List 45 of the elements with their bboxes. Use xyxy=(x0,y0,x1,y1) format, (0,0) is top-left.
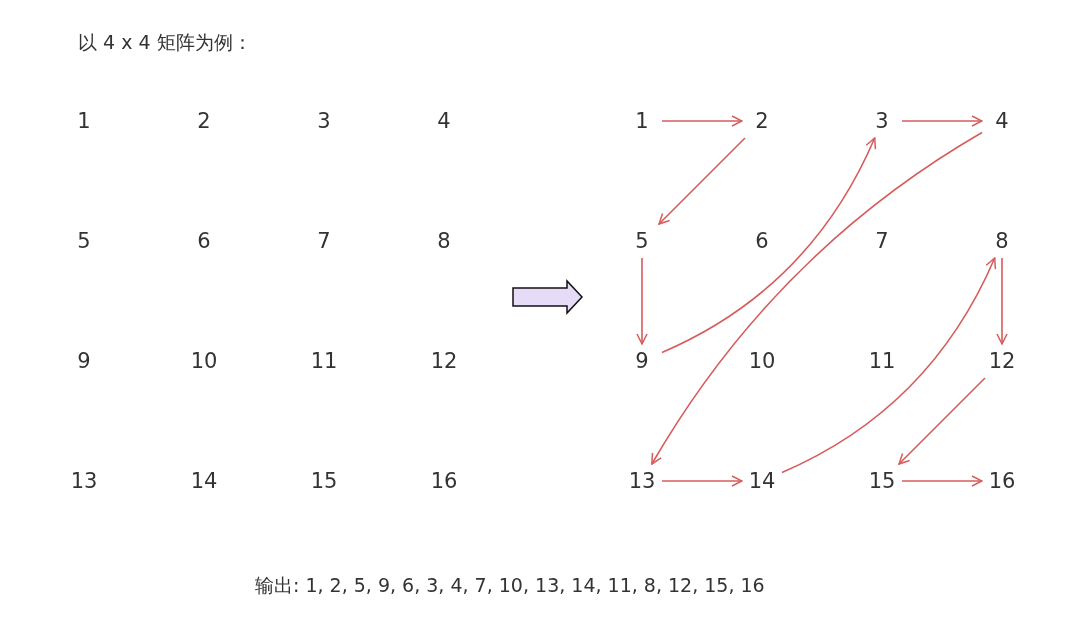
matrix-number: 16 xyxy=(982,466,1022,496)
matrix-number: 13 xyxy=(69,468,99,495)
matrix-number: 6 xyxy=(196,228,212,255)
matrix-number: 8 xyxy=(982,226,1022,256)
matrix-number: 1 xyxy=(622,106,662,136)
matrix-number: 6 xyxy=(742,226,782,256)
matrix-number: 12 xyxy=(982,346,1022,376)
matrix-number: 16 xyxy=(429,468,459,495)
matrix-number: 9 xyxy=(622,346,662,376)
matrix-number: 13 xyxy=(622,466,662,496)
matrix-number: 3 xyxy=(316,108,332,135)
matrix-number: 15 xyxy=(862,466,902,496)
matrix-number: 9 xyxy=(76,348,92,375)
arrow xyxy=(658,137,746,225)
matrix-number: 11 xyxy=(309,348,339,375)
matrix-number: 4 xyxy=(982,106,1022,136)
arrow xyxy=(901,475,983,487)
matrix-number: 4 xyxy=(436,108,452,135)
matrix-number: 7 xyxy=(862,226,902,256)
arrow xyxy=(636,257,648,345)
arrow xyxy=(781,257,996,474)
matrix-number: 14 xyxy=(742,466,782,496)
matrix-number: 3 xyxy=(862,106,902,136)
arrow xyxy=(898,377,986,465)
matrix-number: 8 xyxy=(436,228,452,255)
matrix-number: 12 xyxy=(429,348,459,375)
matrix-number: 5 xyxy=(76,228,92,255)
matrix-number: 2 xyxy=(196,108,212,135)
matrix-number: 10 xyxy=(742,346,782,376)
matrix-number: 14 xyxy=(189,468,219,495)
matrix-number: 10 xyxy=(189,348,219,375)
matrix-number: 15 xyxy=(309,468,339,495)
title-text: 以 4 x 4 矩阵为例： xyxy=(78,30,252,55)
arrow xyxy=(996,257,1008,345)
matrix-number: 1 xyxy=(76,108,92,135)
matrix-number: 11 xyxy=(862,346,902,376)
matrix-number: 2 xyxy=(742,106,782,136)
arrow xyxy=(651,131,983,465)
matrix-number: 5 xyxy=(622,226,662,256)
arrow xyxy=(661,475,743,487)
arrow xyxy=(901,115,983,127)
arrow xyxy=(661,115,743,127)
output-text: 输出: 1, 2, 5, 9, 6, 3, 4, 7, 10, 13, 14, 11, 8, 12, 15, 16 xyxy=(255,573,765,598)
arrow xyxy=(661,137,876,354)
matrix-number: 7 xyxy=(316,228,332,255)
